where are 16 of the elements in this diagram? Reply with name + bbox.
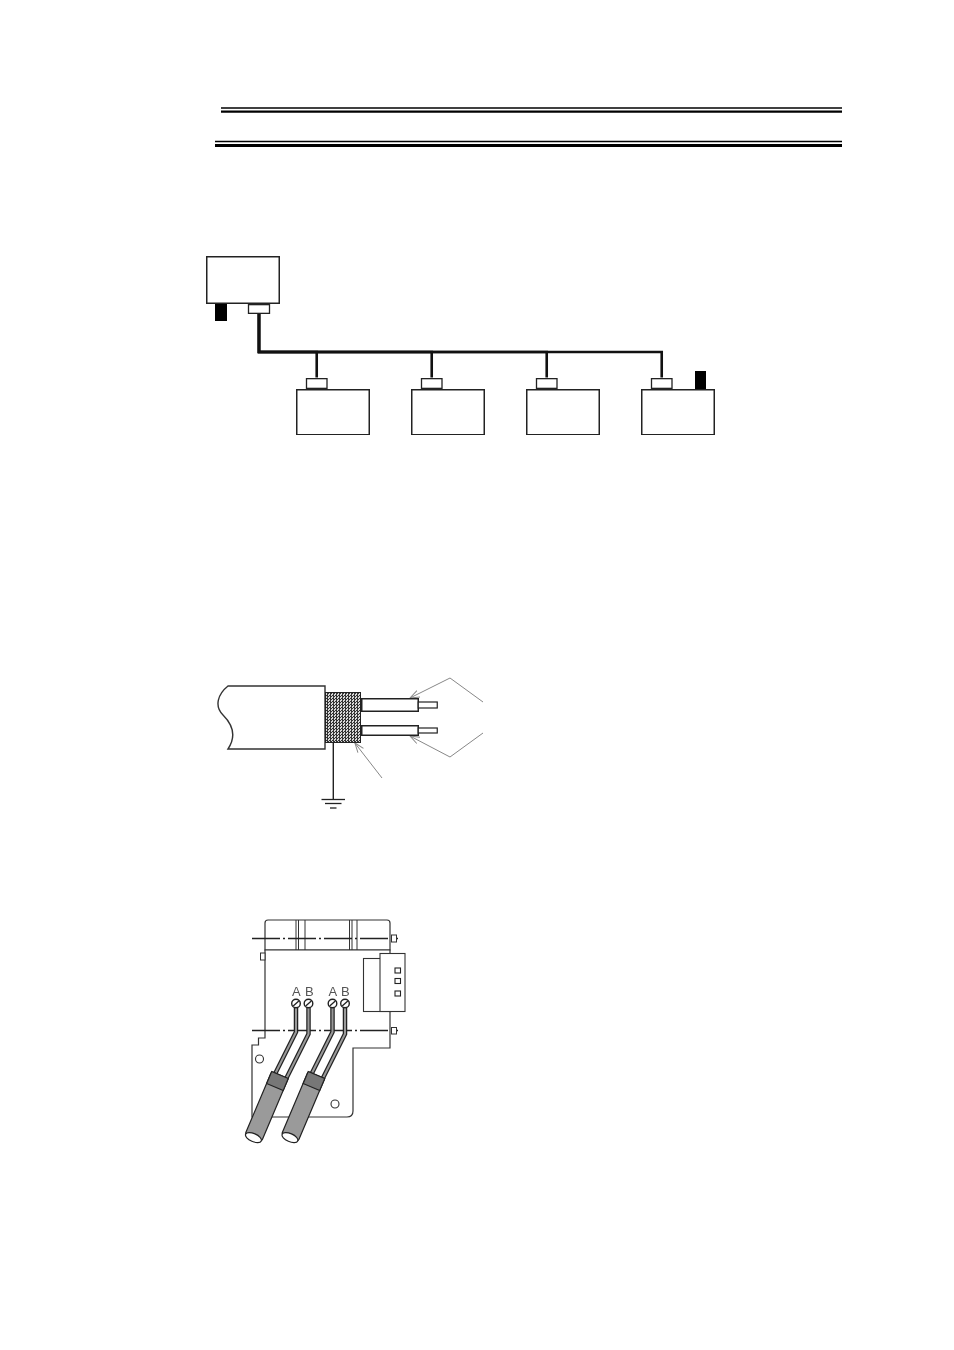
wire — [361, 725, 438, 736]
terminal-label: B — [305, 985, 314, 998]
leader-line — [354, 742, 383, 779]
device-box — [296, 377, 370, 435]
bus-line — [257, 314, 663, 378]
leader-line — [409, 677, 484, 703]
terminal-label: A — [328, 985, 338, 998]
device-box — [206, 256, 280, 314]
device-box — [641, 377, 715, 435]
leader-line — [409, 732, 484, 758]
device-box — [526, 377, 600, 435]
terminal-label: A — [292, 985, 301, 998]
cable-shield — [325, 692, 361, 743]
device-box — [411, 377, 485, 435]
terminal-label: B — [341, 985, 350, 998]
wire — [361, 698, 438, 712]
